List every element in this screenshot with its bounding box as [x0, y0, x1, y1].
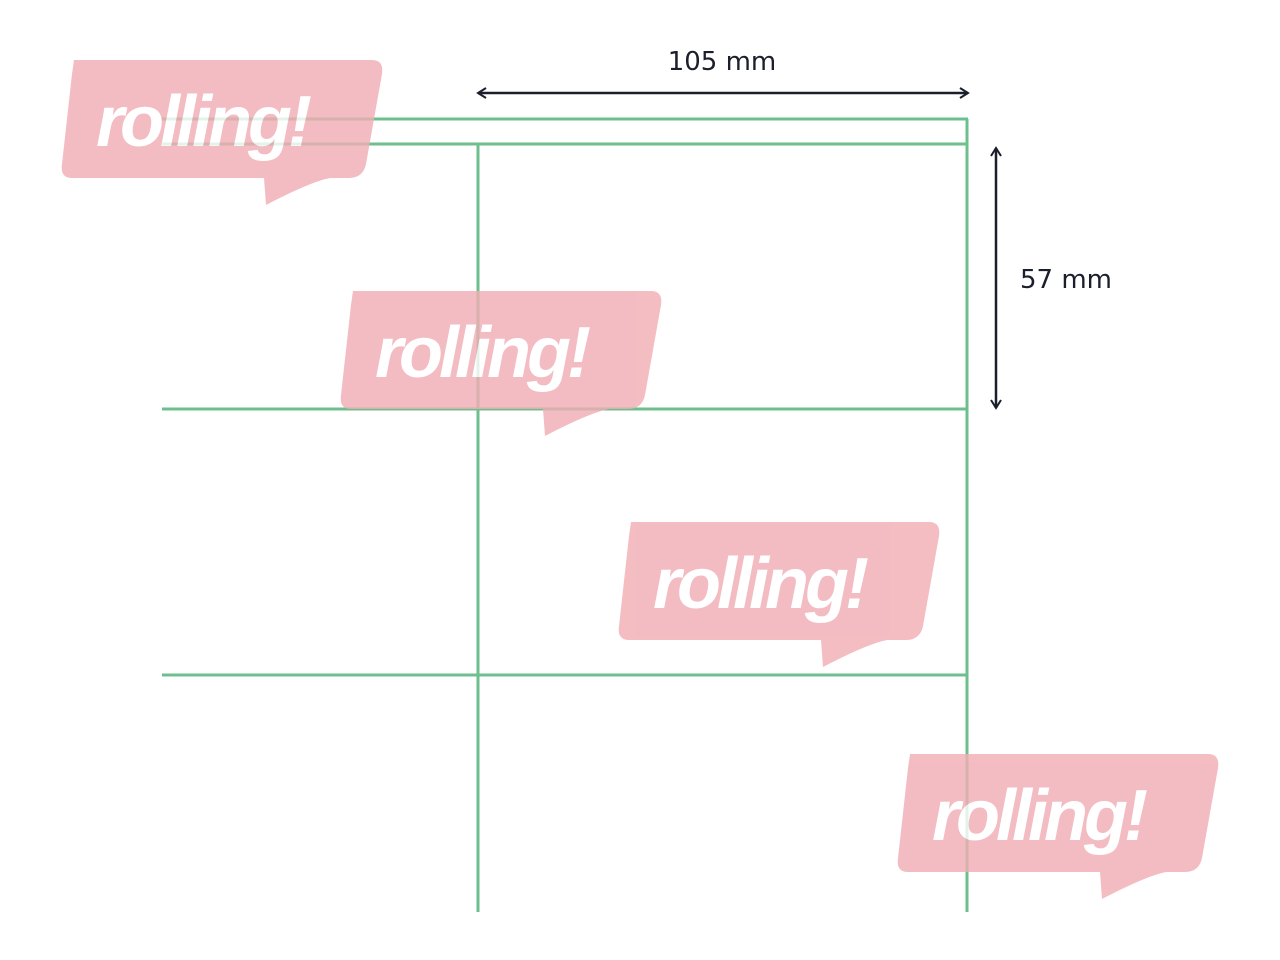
watermark-text: rolling!	[375, 313, 590, 393]
watermark-text: rolling!	[96, 82, 311, 162]
watermark-text: rolling!	[932, 776, 1147, 856]
watermark-2: rolling!	[340, 291, 662, 436]
watermark-4: rolling!	[897, 754, 1219, 899]
watermark-text: rolling!	[653, 544, 868, 624]
watermark-3: rolling!	[618, 522, 940, 667]
width-label: 105 mm	[668, 47, 777, 77]
label-grid	[162, 117, 969, 912]
height-label: 57 mm	[1020, 265, 1112, 295]
watermark-1: rolling!	[61, 60, 383, 205]
